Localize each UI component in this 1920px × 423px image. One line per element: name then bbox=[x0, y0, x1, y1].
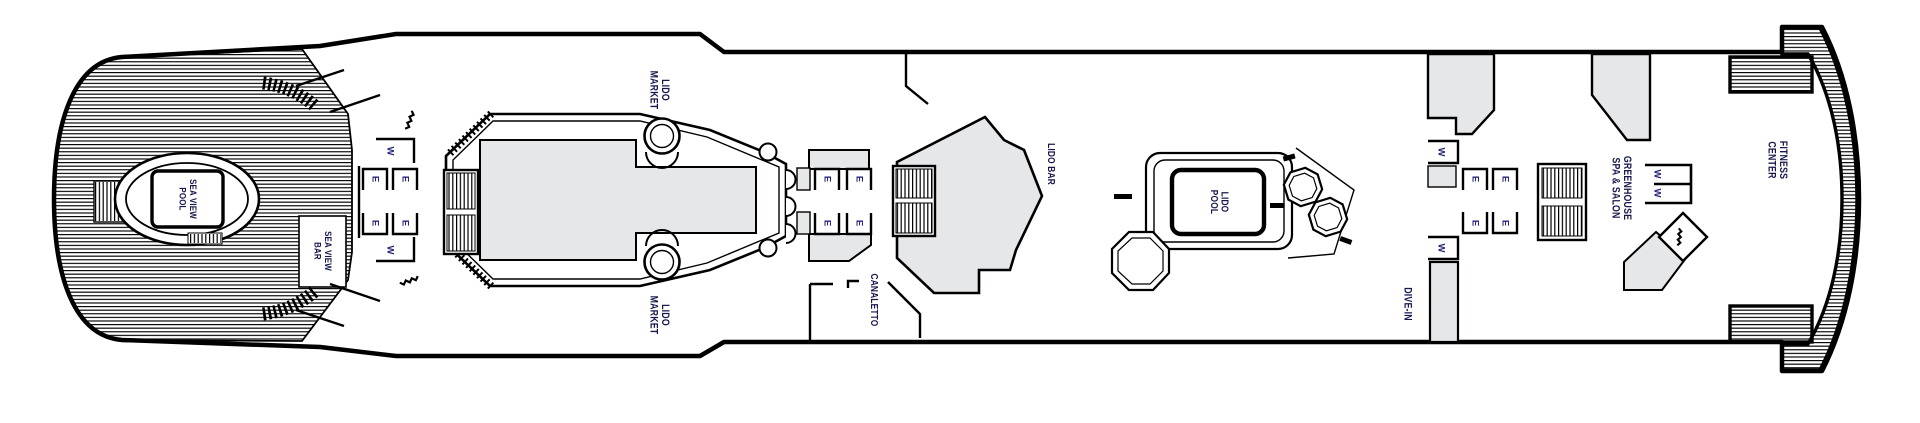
spa-rooms bbox=[1590, 52, 1652, 142]
elevator-marker: E bbox=[1469, 219, 1481, 227]
lido-bar-area bbox=[891, 115, 1044, 295]
forward-elevator-lobby bbox=[1426, 52, 1588, 344]
elevator-marker: E bbox=[399, 175, 411, 183]
stairs-icon bbox=[397, 268, 421, 292]
lido-bar-label: LIDO BAR bbox=[1044, 143, 1057, 185]
washroom-marker: W bbox=[1651, 188, 1663, 198]
lido-market-structure bbox=[442, 110, 797, 290]
elevator-marker: E bbox=[399, 219, 411, 227]
hot-tub bbox=[1307, 196, 1349, 238]
lido-bar-stairway bbox=[891, 164, 937, 238]
sea-view-pool bbox=[113, 151, 261, 247]
canaletto-walls bbox=[808, 52, 929, 342]
aft-elevator-lobby bbox=[357, 137, 419, 263]
stairs-diamond bbox=[1623, 211, 1709, 291]
elevator-marker: E bbox=[821, 175, 833, 183]
elevator-marker: E bbox=[369, 175, 381, 183]
lido-market-label-port: LIDO MARKET bbox=[647, 70, 671, 110]
elevator-marker: E bbox=[369, 219, 381, 227]
funnel-casing bbox=[1426, 52, 1496, 136]
elevator-marker: E bbox=[853, 175, 865, 183]
washroom-marker: W bbox=[1435, 243, 1447, 253]
dive-in-counter bbox=[1428, 260, 1460, 344]
elevator-marker: E bbox=[853, 219, 865, 227]
washroom-ww-box bbox=[1645, 163, 1693, 205]
midship-elevator-lobby bbox=[796, 149, 873, 262]
hot-tub bbox=[1282, 166, 1324, 208]
lido-pool bbox=[1110, 147, 1355, 292]
sea-view-bar bbox=[298, 215, 347, 288]
market-stairway bbox=[442, 168, 480, 256]
hot-tub bbox=[1110, 230, 1171, 292]
stairs-icon bbox=[397, 108, 421, 132]
stairs-icon bbox=[1667, 224, 1692, 249]
forward-stairway bbox=[1536, 162, 1588, 242]
buffet-counters bbox=[479, 139, 757, 261]
sea-view-pool-label: SEA VIEW POOL bbox=[177, 179, 199, 219]
sea-view-bar-label: SEA VIEW BAR bbox=[312, 231, 334, 271]
elevator-marker: E bbox=[821, 219, 833, 227]
washroom-marker: W bbox=[1651, 169, 1663, 179]
washroom-marker: W bbox=[384, 146, 396, 156]
greenhouse-spa-salon-label: GREENHOUSE SPA & SALON bbox=[1609, 155, 1633, 221]
canaletto-label: CANALETTO bbox=[867, 273, 880, 327]
elevator-marker: E bbox=[1469, 175, 1481, 183]
dive-in-label: DIVE-IN bbox=[1401, 287, 1413, 321]
lido-pool-label: LIDO POOL bbox=[1207, 189, 1231, 215]
bow-bulwarks bbox=[1728, 26, 1859, 372]
fitness-center-label: FITNESS CENTER bbox=[1765, 140, 1789, 180]
aft-stairs-port bbox=[262, 76, 321, 112]
washroom-marker: W bbox=[384, 245, 396, 255]
elevator-marker: E bbox=[1499, 175, 1511, 183]
aft-windbreak-walls bbox=[295, 68, 381, 328]
lido-market-label-starboard: LIDO MARKET bbox=[647, 295, 671, 335]
elevator-marker: E bbox=[1499, 219, 1511, 227]
washroom-marker: W bbox=[1435, 147, 1447, 157]
aft-stairs-starboard bbox=[262, 285, 321, 321]
